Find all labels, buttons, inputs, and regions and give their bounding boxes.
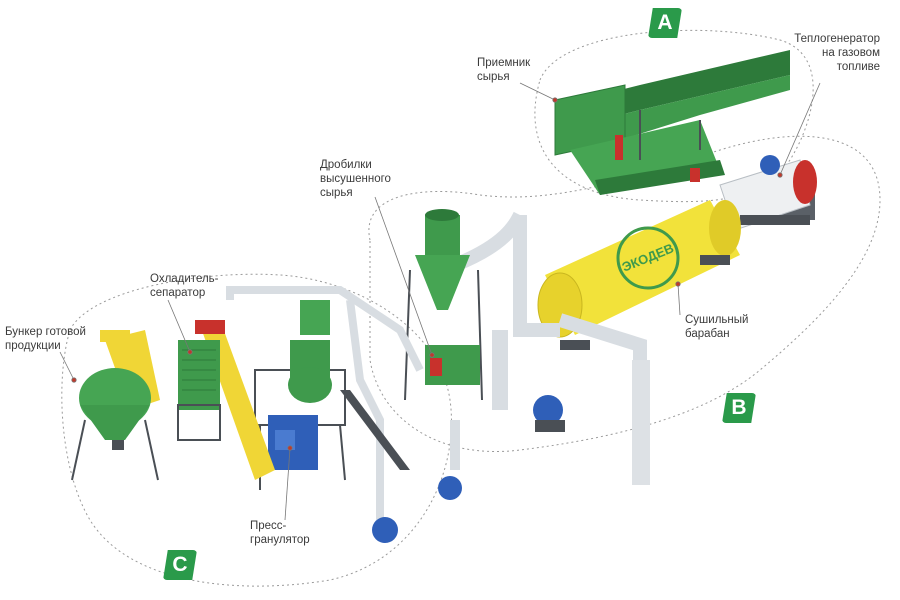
receiver-label: Приемник сырья bbox=[477, 57, 531, 83]
bunker-label: Бункер готовой продукции bbox=[5, 326, 86, 352]
press-label: Пресс- гранулятор bbox=[250, 520, 310, 546]
cooler-label: Охладитель- сепаратор bbox=[150, 273, 219, 299]
heat-generator bbox=[719, 155, 817, 231]
leader-lines bbox=[59, 82, 821, 521]
heat-generator-label: Теплогенератор на газовом топливе bbox=[794, 33, 880, 73]
zone-b-badge: B bbox=[722, 393, 756, 423]
zone-a-badge: A bbox=[648, 8, 682, 38]
raw-material-receiver bbox=[554, 50, 790, 195]
zone-c-badge: C bbox=[163, 550, 197, 580]
zone-c-outline bbox=[61, 273, 452, 587]
product-bunker bbox=[71, 368, 159, 481]
drying-drum: ЭКОДЕВ bbox=[537, 200, 741, 350]
cooler-separator bbox=[177, 340, 221, 441]
exhaust-stack bbox=[557, 313, 650, 485]
crushers-label: Дробилки высушенного сырья bbox=[320, 159, 391, 199]
drum-label: Сушильный барабан bbox=[685, 314, 749, 340]
crusher-cyclone bbox=[404, 209, 565, 432]
pipe-network bbox=[226, 286, 462, 543]
press-granulator bbox=[254, 300, 410, 490]
